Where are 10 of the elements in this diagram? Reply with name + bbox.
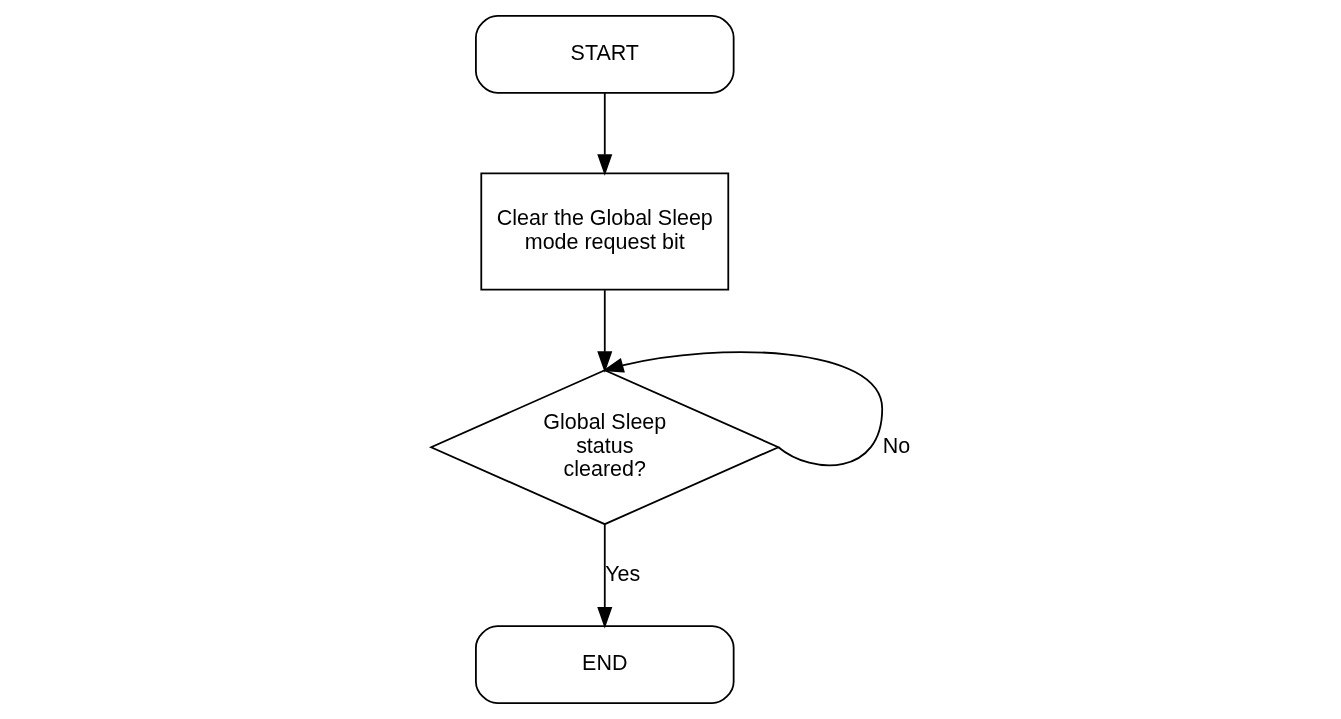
arrow xyxy=(601,351,883,467)
edge-label: No xyxy=(882,433,910,458)
node-box: END xyxy=(474,625,735,705)
arrow xyxy=(596,92,612,176)
edge-label: Yes xyxy=(604,561,640,586)
arrow xyxy=(596,523,612,629)
node-diamond: Global Sleep status cleared? xyxy=(428,369,781,526)
node-box: Clear the Global Sleep mode request bit xyxy=(479,172,729,291)
node-box: START xyxy=(474,14,735,94)
arrow xyxy=(596,289,612,373)
